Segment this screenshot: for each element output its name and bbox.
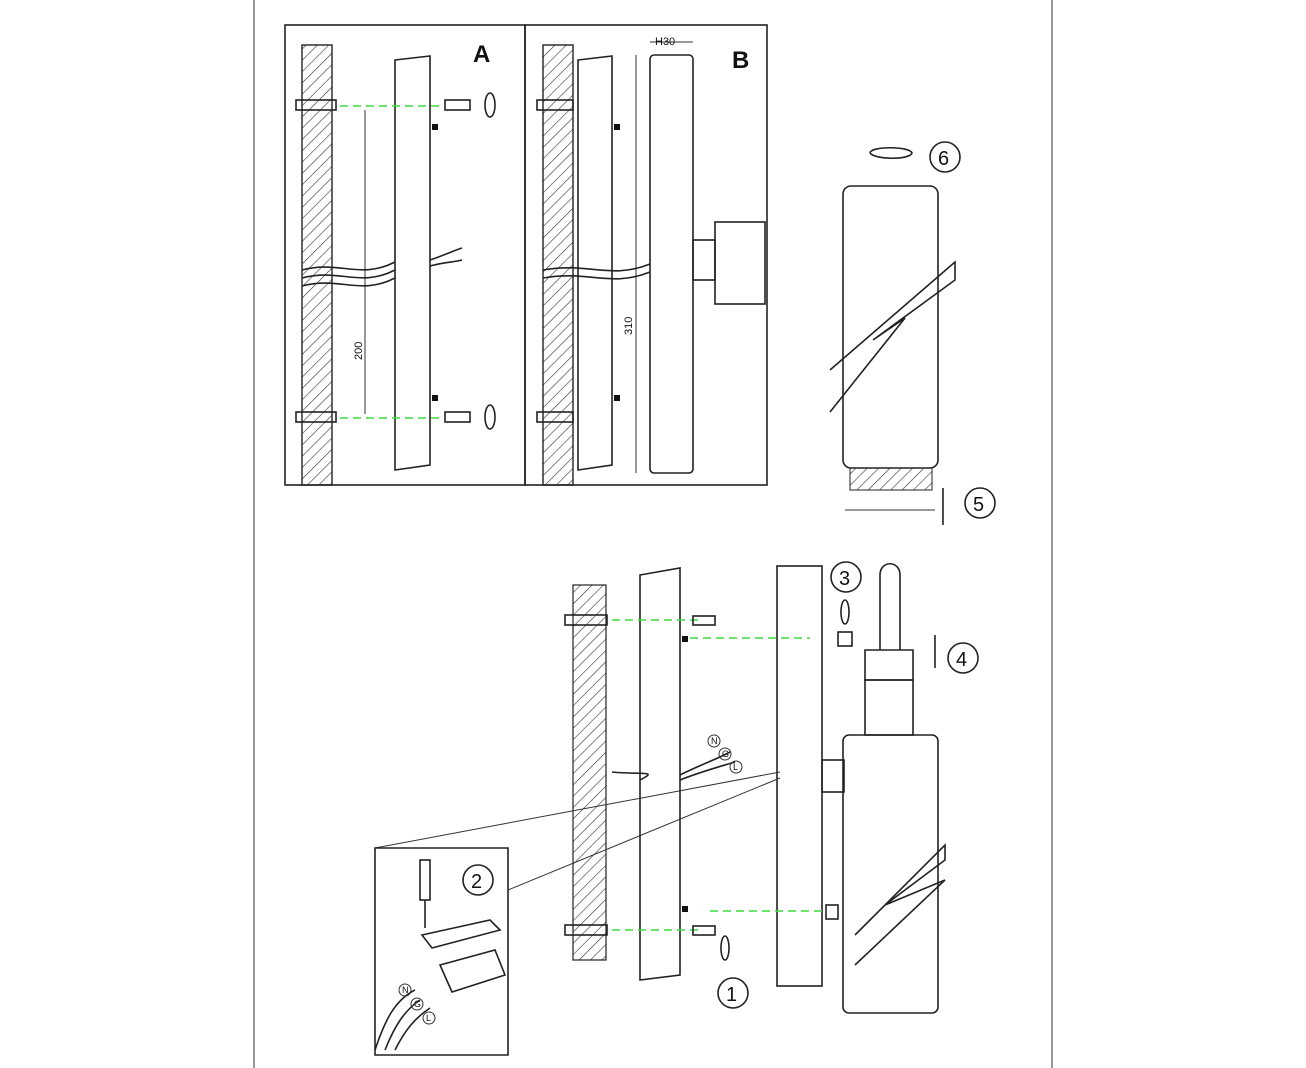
- wall-anchor: [295, 411, 337, 423]
- main-assembly: 3 4 1 N G L: [374, 561, 979, 1014]
- lamp-shade-stub: [714, 221, 766, 305]
- glass-shade: [842, 734, 939, 1014]
- rotate-arrow-icon: [720, 935, 730, 961]
- panel-a-label: A: [473, 41, 490, 68]
- cables: [301, 261, 396, 287]
- dimension-310: 310: [623, 317, 635, 335]
- rotate-arrow-icon: [840, 599, 850, 625]
- step-2: 2: [471, 871, 482, 893]
- rotate-arrow-icon: [869, 146, 913, 160]
- screwdriver-icon: [419, 859, 431, 901]
- bulb-icon: [879, 562, 901, 650]
- screw-icon: [692, 925, 716, 936]
- lamp-body: [776, 565, 823, 987]
- step-4: 4: [956, 649, 967, 671]
- mounting-plate: [394, 55, 431, 471]
- wall-anchor: [295, 99, 337, 111]
- inset-wire-l: L: [426, 1013, 431, 1023]
- panel-b-label: B: [732, 47, 749, 74]
- step-6: 6: [938, 148, 949, 170]
- wire-n: N: [711, 736, 718, 746]
- inset-terminal-block: 2 N G L: [374, 847, 509, 1056]
- wall-hatch: [542, 44, 574, 486]
- terminal-cover: [420, 919, 502, 949]
- wire-l: L: [733, 762, 738, 772]
- dimension-h30: H30: [655, 36, 675, 48]
- rotate-arrow-icon: [484, 92, 496, 118]
- inset-wire-n: N: [402, 985, 409, 995]
- lamp-body: [649, 54, 694, 474]
- wire-g: G: [722, 749, 729, 759]
- step-5: 5: [973, 494, 984, 516]
- glass-shade-detail: 6 5: [829, 141, 996, 525]
- mounting-plate: [639, 567, 681, 981]
- wall-hatch: [301, 44, 333, 486]
- screw-icon: [692, 615, 716, 626]
- rotate-arrow-icon: [484, 404, 496, 430]
- inset-wire-g: G: [414, 999, 421, 1009]
- step-1: 1: [726, 984, 737, 1006]
- wall-hatch: [572, 584, 607, 961]
- panel-b: B H30 310: [524, 24, 768, 486]
- panel-a: A 200: [284, 24, 526, 486]
- mounting-plate: [577, 55, 613, 471]
- dimension-200: 200: [353, 342, 365, 360]
- screw-icon: [444, 99, 471, 111]
- screw-icon: [444, 411, 471, 423]
- terminal-block: [438, 949, 507, 993]
- step-3: 3: [839, 568, 850, 590]
- lamp-holder: [864, 679, 914, 736]
